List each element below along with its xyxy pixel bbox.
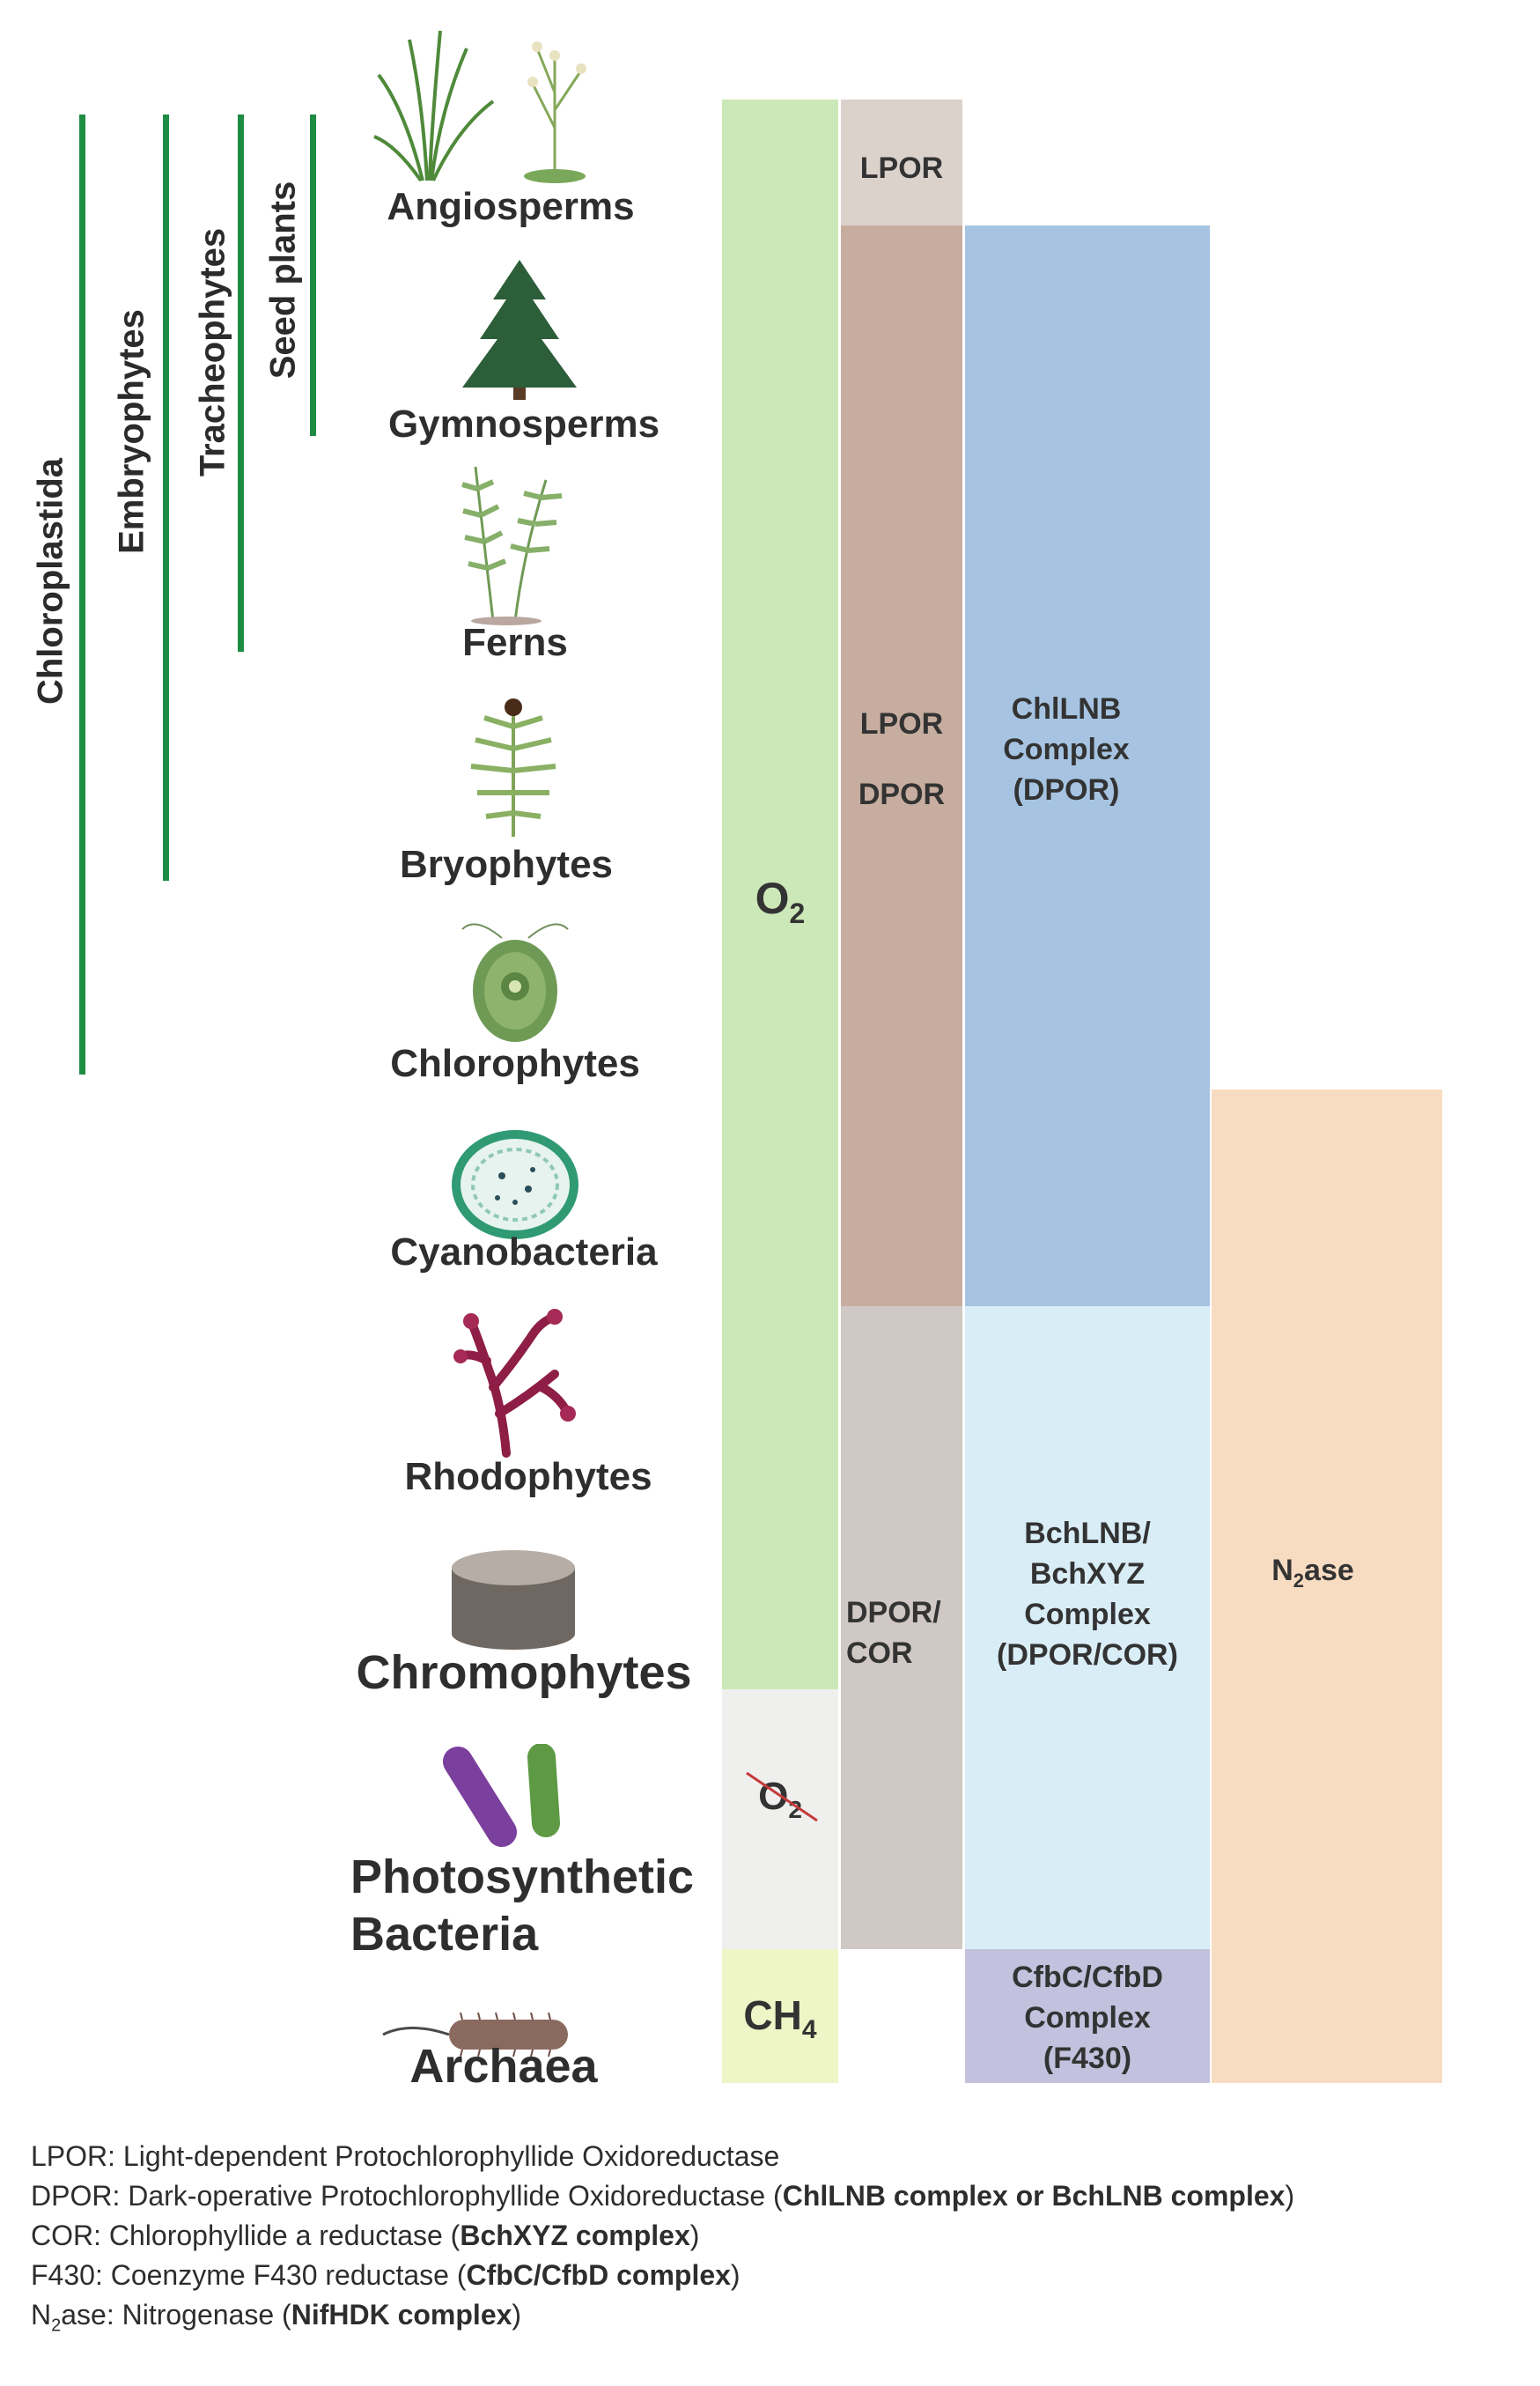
chl-complex-line2: Complex — [1003, 733, 1130, 766]
legend-cor-bold: BchXYZ complex — [460, 2220, 690, 2251]
lpor-dpor-label: LPOR DPOR — [841, 689, 962, 830]
legend-cor-suffix: ) — [689, 2220, 700, 2251]
organism-label-cyanobacteria: Cyanobacteria — [390, 1230, 658, 1274]
oxygen-symbol: O — [755, 874, 790, 923]
organism-label-bryophytes: Bryophytes — [399, 843, 614, 886]
bch-complex-line2: BchXYZ — [1029, 1557, 1146, 1591]
methane-column — [722, 1949, 838, 2083]
legend-cor-text: COR: Chlorophyllide a reductase ( — [31, 2220, 461, 2251]
clade-line-tracheophytes — [238, 114, 244, 652]
legend-item-dpor: DPOR: Dark-operative Protochlorophyllide… — [31, 2180, 1294, 2212]
legend-dpor-text: DPOR: Dark-operative Protochlorophyllide… — [31, 2180, 783, 2212]
cfb-complex-block — [965, 1949, 1210, 2083]
methane-label: CH4 — [722, 1991, 838, 2055]
archaeon-icon — [382, 2012, 568, 2057]
clade-label-tracheophytes: Tracheophytes — [193, 227, 232, 477]
legend-n2ase-pre: N — [31, 2299, 52, 2331]
legend-lpor-text: LPOR: Light-dependent Protochlorophyllid… — [31, 2140, 780, 2172]
oxygen-label: O2 — [722, 872, 838, 940]
chl-complex-block — [965, 225, 1210, 1306]
fern-icon — [461, 466, 563, 625]
dpor-cor-block — [841, 1306, 962, 1949]
legend-dpor-bold: ChlLNB complex or BchLNB complex — [782, 2180, 1286, 2212]
n2ase-suffix: ase — [1304, 1554, 1354, 1587]
clade-label-seed-plants: Seed plants — [263, 181, 303, 380]
legend-f430-bold: CfbC/CfbD complex — [466, 2259, 731, 2291]
cfb-complex-line2: Complex — [1024, 2001, 1151, 2035]
dpor-cor-line2: COR — [846, 1636, 913, 1670]
n2ase-prefix: N — [1271, 1554, 1293, 1587]
red-alga-icon — [453, 1309, 576, 1458]
organism-label-gymnosperms: Gymnosperms — [387, 403, 660, 446]
legend-n2ase-suffix: ) — [512, 2299, 522, 2331]
clade-label-chloroplastida: Chloroplastida — [31, 457, 70, 705]
dpor-cor-label: DPOR/ COR — [841, 1592, 968, 1673]
n2ase-block — [1212, 1090, 1442, 2083]
cyanobacterium-cell-icon — [452, 1130, 578, 1239]
organism-label-photosynthetic-bacteria-line2: Bacteria — [350, 1908, 539, 1961]
legend-item-n2ase: N2ase: Nitrogenase (NifHDK complex) — [31, 2299, 521, 2336]
grass-plant-icon — [373, 30, 586, 183]
cfb-complex-label: CfbC/CfbD Complex (F430) — [965, 1957, 1210, 2079]
bch-complex-line1: BchLNB/ — [1024, 1517, 1151, 1550]
bch-complex-block — [965, 1306, 1210, 1949]
legend-n2ase-sub: 2 — [51, 2316, 62, 2336]
bch-complex-line4: (DPOR/COR) — [997, 1638, 1178, 1672]
organism-label-angiosperms: Angiosperms — [387, 185, 635, 228]
clade-label-embryophytes: Embryophytes — [112, 309, 151, 554]
legend-item-cor: COR: Chlorophyllide a reductase (BchXYZ … — [31, 2220, 699, 2252]
cfb-complex-line1: CfbC/CfbD — [1012, 1961, 1163, 1994]
organism-label-archaea: Archaea — [409, 2040, 598, 2093]
bch-complex-label: BchLNB/ BchXYZ Complex (DPOR/COR) — [965, 1513, 1210, 1675]
no-oxygen-column — [722, 1689, 838, 1949]
methane-symbol: CH — [743, 1992, 802, 2038]
green-alga-cell-icon — [461, 923, 569, 1042]
strikethrough-icon — [746, 1771, 818, 1822]
chl-complex-line1: ChlLNB — [1011, 692, 1122, 726]
legend-dpor-suffix: ) — [1285, 2180, 1295, 2212]
clade-line-embryophytes — [163, 114, 169, 881]
clade-line-seed-plants — [310, 114, 316, 436]
clade-line-chloroplastida — [79, 114, 85, 1075]
legend-n2ase-text: ase: Nitrogenase ( — [61, 2299, 291, 2331]
legend-item-lpor: LPOR: Light-dependent Protochlorophyllid… — [31, 2140, 779, 2173]
lpor-top-label: LPOR — [859, 151, 944, 185]
oxygen-column — [722, 100, 838, 1689]
dpor-cor-line1: DPOR/ — [846, 1596, 941, 1629]
moss-icon — [470, 698, 556, 837]
oxygen-subscript: 2 — [789, 898, 806, 929]
conifer-tree-icon — [462, 260, 577, 400]
cfb-complex-line3: (F430) — [1043, 2042, 1132, 2075]
legend-item-f430: F430: Coenzyme F430 reductase (CfbC/CfbD… — [31, 2259, 741, 2292]
rod-bacteria-icon — [443, 1744, 560, 1847]
chl-complex-line3: (DPOR) — [1013, 773, 1120, 807]
chl-complex-label: ChlLNB Complex (DPOR) — [965, 689, 1168, 810]
lpor-dpor-block — [841, 225, 962, 1306]
organism-label-rhodophytes: Rhodophytes — [404, 1455, 652, 1498]
organism-label-photosynthetic-bacteria-line1: Photosynthetic — [350, 1850, 695, 1903]
lpor-dpor-line1: LPOR — [859, 707, 944, 741]
legend-f430-text: F430: Coenzyme F430 reductase ( — [31, 2259, 467, 2291]
methane-subscript: 4 — [801, 2015, 817, 2045]
legend-f430-suffix: ) — [730, 2259, 741, 2291]
n2ase-label: N2ase — [1212, 1550, 1414, 1601]
organism-label-chlorophytes: Chlorophytes — [390, 1042, 640, 1085]
n2ase-subscript: 2 — [1293, 1569, 1305, 1592]
organism-label-chromophytes: Chromophytes — [356, 1646, 692, 1699]
lpor-dpor-line2: DPOR — [858, 778, 946, 811]
brown-alga-disc-icon — [452, 1550, 575, 1650]
organism-label-ferns: Ferns — [462, 621, 568, 664]
lpor-top-block — [841, 100, 962, 225]
legend-n2ase-bold: NifHDK complex — [291, 2299, 512, 2331]
bch-complex-line3: Complex — [1024, 1598, 1151, 1631]
